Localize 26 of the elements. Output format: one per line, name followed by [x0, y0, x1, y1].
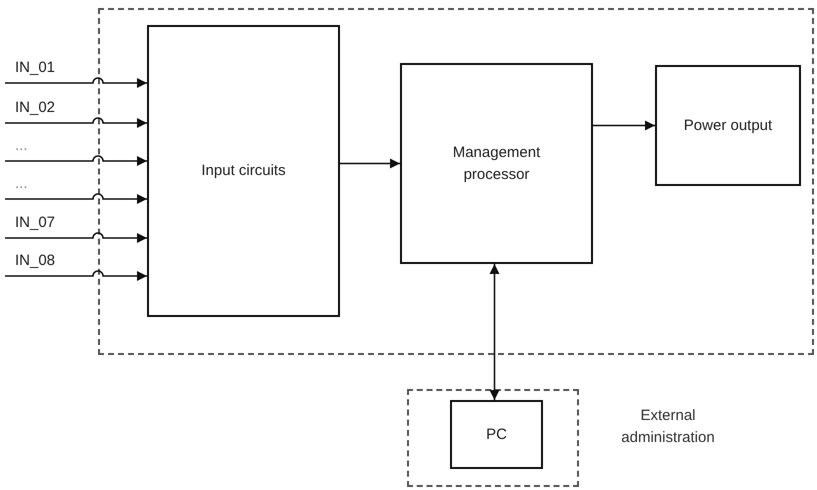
process-box [655, 65, 801, 186]
signal-label: IN_08 [15, 252, 56, 269]
box-label: Power output [684, 116, 772, 136]
process-box [400, 63, 593, 264]
signal-label: ... [15, 175, 28, 192]
arrow [593, 120, 655, 130]
arrow [5, 117, 147, 128]
box-label: Input circuits [201, 161, 286, 182]
box-label: PC [486, 424, 507, 445]
process-box [147, 25, 340, 317]
arrow [5, 77, 147, 88]
arrow [5, 270, 147, 281]
signal-label: IN_07 [15, 214, 56, 231]
signal-label: IN_02 [15, 99, 56, 116]
group-label: External administration [620, 406, 716, 448]
arrow [490, 264, 500, 400]
arrow [5, 193, 147, 204]
arrow [340, 158, 400, 168]
process-box [450, 400, 543, 469]
signal-label: IN_01 [15, 59, 56, 76]
arrow [5, 232, 147, 243]
arrow [5, 155, 147, 166]
dashed-boundary-box [407, 389, 579, 487]
signal-label: ... [15, 137, 28, 154]
dashed-boundary-box [98, 8, 814, 355]
box-label: Management processor [452, 142, 542, 184]
